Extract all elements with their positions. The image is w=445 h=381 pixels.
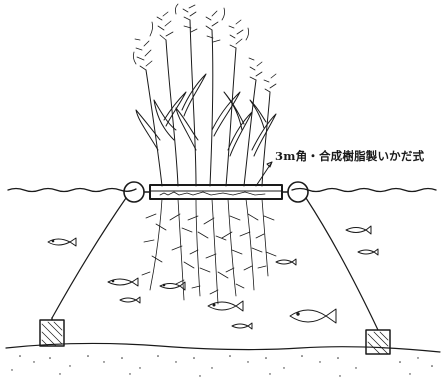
fish-icon [107,277,139,287]
fish-group [47,225,379,330]
fish-icon [47,237,77,247]
raft-frame [149,184,283,200]
fish-icon [119,296,141,304]
fish-icon [231,322,253,330]
mooring-rope-right [305,197,379,331]
anchor-block-left [39,317,65,347]
fish-icon [207,300,244,312]
reed-plants [135,19,277,187]
raft-label: 3m角・合成樹脂製いかだ式 [275,149,425,163]
buoy-left [123,181,145,203]
label-leader-line [255,161,273,187]
water-surface-line [7,187,437,193]
fish-icon [275,258,297,266]
raft [149,184,283,200]
seabed [5,342,441,377]
fish-icon [159,281,186,291]
buoy-right [287,181,309,203]
fish-icon [345,225,372,235]
plant-roots [141,198,277,305]
mooring-rope-left [51,197,127,319]
reed-seed-heads [132,3,277,93]
anchor-block-right [365,329,391,355]
fish-icon [357,248,379,256]
fish-icon [289,308,337,324]
